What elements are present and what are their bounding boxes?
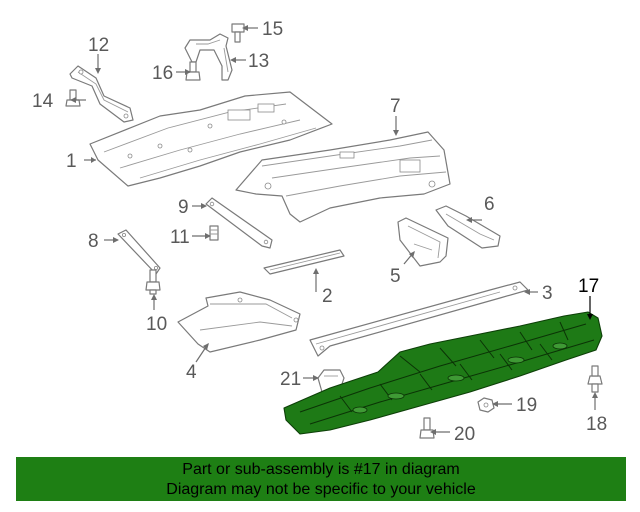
callout-1: 1 [66,151,77,172]
callout-18: 18 [586,414,607,435]
part-8-strip [117,229,161,275]
part-20-bolt [419,417,435,439]
part-17-underbody-shield [283,311,603,435]
callout-16: 16 [152,63,173,84]
part-15-bolt [231,23,245,43]
callout-6: 6 [484,194,495,215]
part-10-bolt [145,269,161,295]
part-9-strip [205,197,273,249]
part-11-bolt [209,225,219,241]
part-5-bracket [397,217,449,267]
callout-8: 8 [88,231,99,252]
banner-line-2: Diagram may not be specific to your vehi… [166,481,476,498]
callout-12: 12 [88,35,109,56]
part-6-bracket [435,205,501,249]
part-19-nut [477,397,495,413]
part-14-bolt [65,89,81,107]
callout-21: 21 [280,369,301,390]
leader-arrowheads [70,25,598,435]
callout-3: 3 [542,283,553,304]
info-banner: Part or sub-assembly is #17 in diagram D… [16,457,626,501]
part-13-bracket [184,33,233,81]
part-12-bracket [69,65,134,123]
part-7-tunnel [235,131,451,223]
part-3-rocker [309,281,529,357]
part-16-bolt [185,61,201,81]
callout-19: 19 [516,395,537,416]
callout-4: 4 [186,362,197,383]
callout-7: 7 [390,96,401,117]
callout-9: 9 [178,197,189,218]
callout-2: 2 [322,286,333,307]
callout-17: 17 [578,276,599,297]
part-2-rail [263,249,345,275]
callout-labels: 1 2 3 4 5 6 7 8 9 10 11 12 13 14 15 16 1… [32,19,607,445]
part-1-floor-panel [89,91,333,187]
parts-diagram: 1 2 3 4 5 6 7 8 9 10 11 12 13 14 15 16 1… [32,19,607,445]
callout-5: 5 [390,266,401,287]
callout-14: 14 [32,91,54,112]
callout-15: 15 [262,19,283,40]
part-4-panel [177,291,301,353]
part-18-clip [587,365,603,393]
callout-20: 20 [454,424,475,445]
callout-13: 13 [248,51,269,72]
callout-11: 11 [170,227,190,248]
callout-10: 10 [146,314,167,335]
banner-line-1: Part or sub-assembly is #17 in diagram [182,461,460,478]
